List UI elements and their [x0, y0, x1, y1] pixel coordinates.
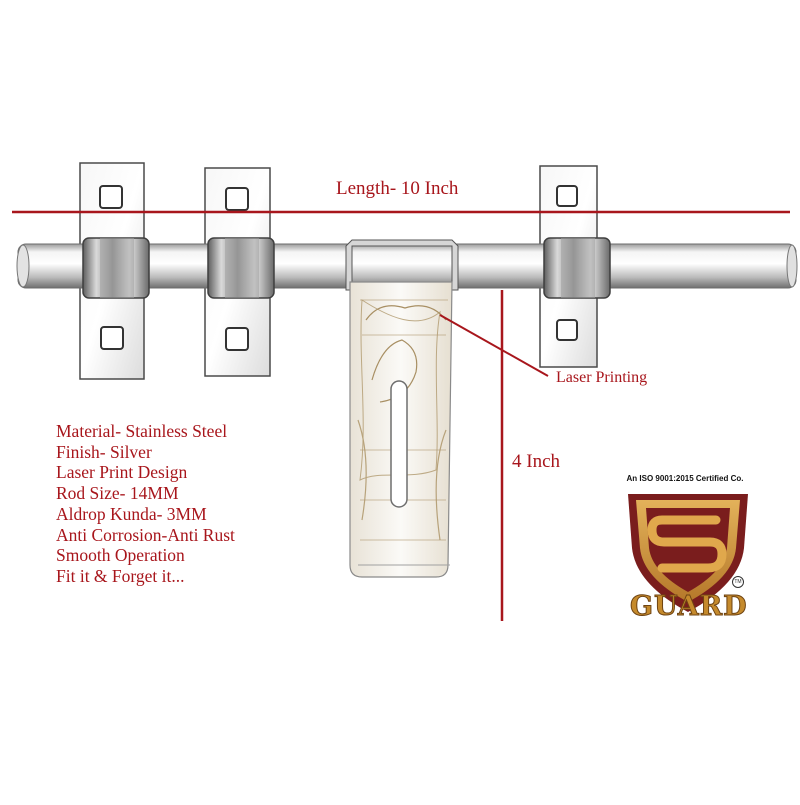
guard-shield-logo — [628, 494, 748, 612]
laser-pointer-line — [439, 314, 549, 377]
feature-item: Laser Print Design — [56, 462, 188, 483]
length-label: Length- 10 Inch — [336, 178, 459, 199]
feature-item: Rod Size- 14MM — [56, 483, 179, 504]
rod-collars — [82, 237, 611, 299]
feature-item: Anti Corrosion-Anti Rust — [56, 524, 235, 545]
iso-certification-text: An ISO 9001:2015 Certified Co. — [626, 474, 744, 483]
feature-item: Material- Stainless Steel — [56, 421, 228, 441]
feature-item: Fit it & Forget it... — [56, 565, 185, 586]
height-label: 4 Inch — [512, 451, 561, 472]
feature-item: Finish- Silver — [56, 441, 152, 462]
kunda-handle — [345, 239, 459, 578]
trademark-icon: TM — [732, 576, 744, 588]
brand-name: GUARD — [630, 591, 748, 623]
brand-logo: An ISO 9001:2015 Certified Co. TM GUARD — [620, 474, 750, 634]
feature-item: Smooth Operation — [56, 545, 185, 566]
feature-list: Material- Stainless Steel Finish- Silver… — [56, 421, 235, 587]
laser-printing-label: Laser Printing — [556, 369, 648, 386]
feature-item: Aldrop Kunda- 3MM — [56, 503, 207, 524]
